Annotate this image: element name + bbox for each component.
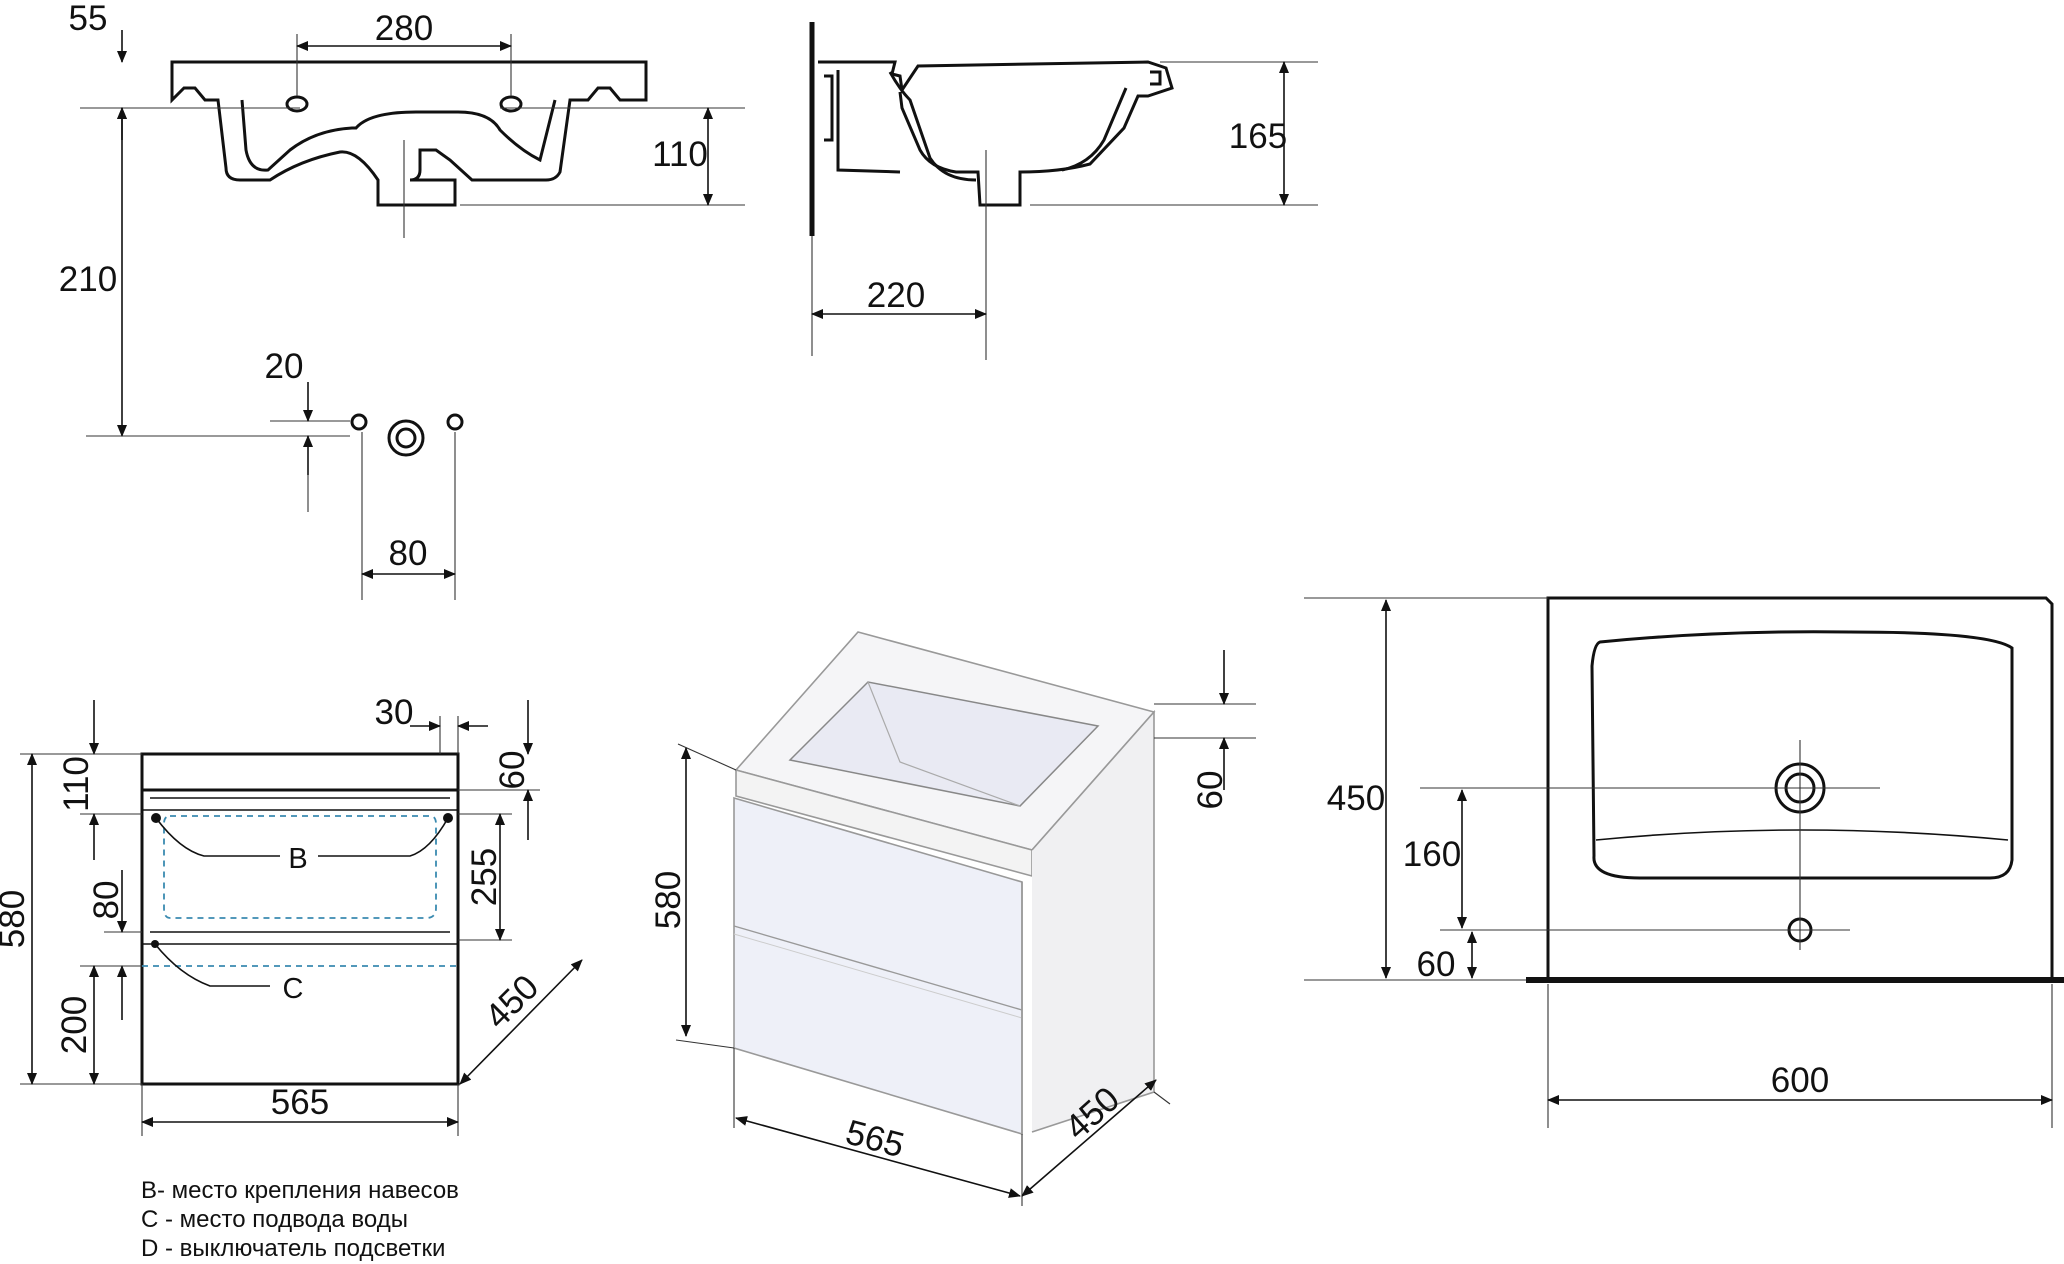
- dim-front-80: 80: [87, 881, 126, 920]
- dim-top-280: 280: [375, 9, 433, 48]
- basin-plan-view: 450 160 60 600: [1304, 596, 2064, 1128]
- legend-item-c: C - место подвода воды: [141, 1206, 408, 1233]
- dim-top-210: 210: [59, 260, 117, 299]
- dim-top-80: 80: [389, 534, 428, 573]
- cabinet-iso-view: 60 580 565 450: [649, 631, 1256, 1206]
- dim-side-165: 165: [1229, 117, 1287, 156]
- dim-front-580: 580: [0, 890, 32, 948]
- dim-front-565: 565: [271, 1083, 329, 1122]
- dim-top-110: 110: [652, 135, 708, 174]
- basin-side-section: 165 220: [809, 22, 1318, 360]
- drawer-cavity-dashed: [163, 815, 437, 919]
- basin-top-outline: [170, 60, 648, 207]
- legend-item-d: D - выключатель подсветки: [141, 1235, 446, 1262]
- dim-front-60: 60: [493, 751, 532, 790]
- cabinet-front-outline: [140, 752, 460, 1086]
- dim-iso-580: 580: [649, 871, 688, 929]
- dim-front-30: 30: [375, 693, 414, 732]
- water-inlet-left: [350, 413, 368, 431]
- dim-plan-160: 160: [1403, 835, 1461, 874]
- dim-front-110: 110: [57, 756, 96, 812]
- legend: B- место крепления навесов C - место под…: [141, 1176, 459, 1263]
- basin-top-inner: [240, 99, 557, 172]
- water-inlet-right: [446, 413, 464, 431]
- mount-hole-right: [499, 95, 523, 113]
- basin-top-view: 280 55 110 210 20 80: [59, 0, 745, 600]
- legend-item-b: B- место крепления навесов: [141, 1177, 459, 1204]
- dim-iso-565: 565: [842, 1112, 909, 1165]
- dim-front-450: 450: [477, 967, 546, 1036]
- basin-plan-bowl: [1590, 630, 2014, 880]
- dim-front-200: 200: [55, 996, 94, 1054]
- dim-top-55: 55: [69, 0, 108, 38]
- dim-front-255: 255: [465, 848, 504, 906]
- dim-top-20: 20: [265, 347, 304, 386]
- dim-plan-60: 60: [1417, 945, 1456, 984]
- dim-side-220: 220: [867, 276, 925, 315]
- dim-iso-60: 60: [1191, 771, 1230, 810]
- drain-outlet: [387, 419, 425, 457]
- cabinet-front-view: B C 30 110 60 255 80 580: [0, 693, 583, 1136]
- mount-hole-left: [285, 95, 309, 113]
- basin-plan-outline: [1546, 596, 2054, 982]
- marker-c: C: [283, 973, 304, 1005]
- marker-b: B: [288, 843, 307, 875]
- dim-plan-450: 450: [1327, 779, 1385, 818]
- dim-plan-600: 600: [1771, 1061, 1829, 1100]
